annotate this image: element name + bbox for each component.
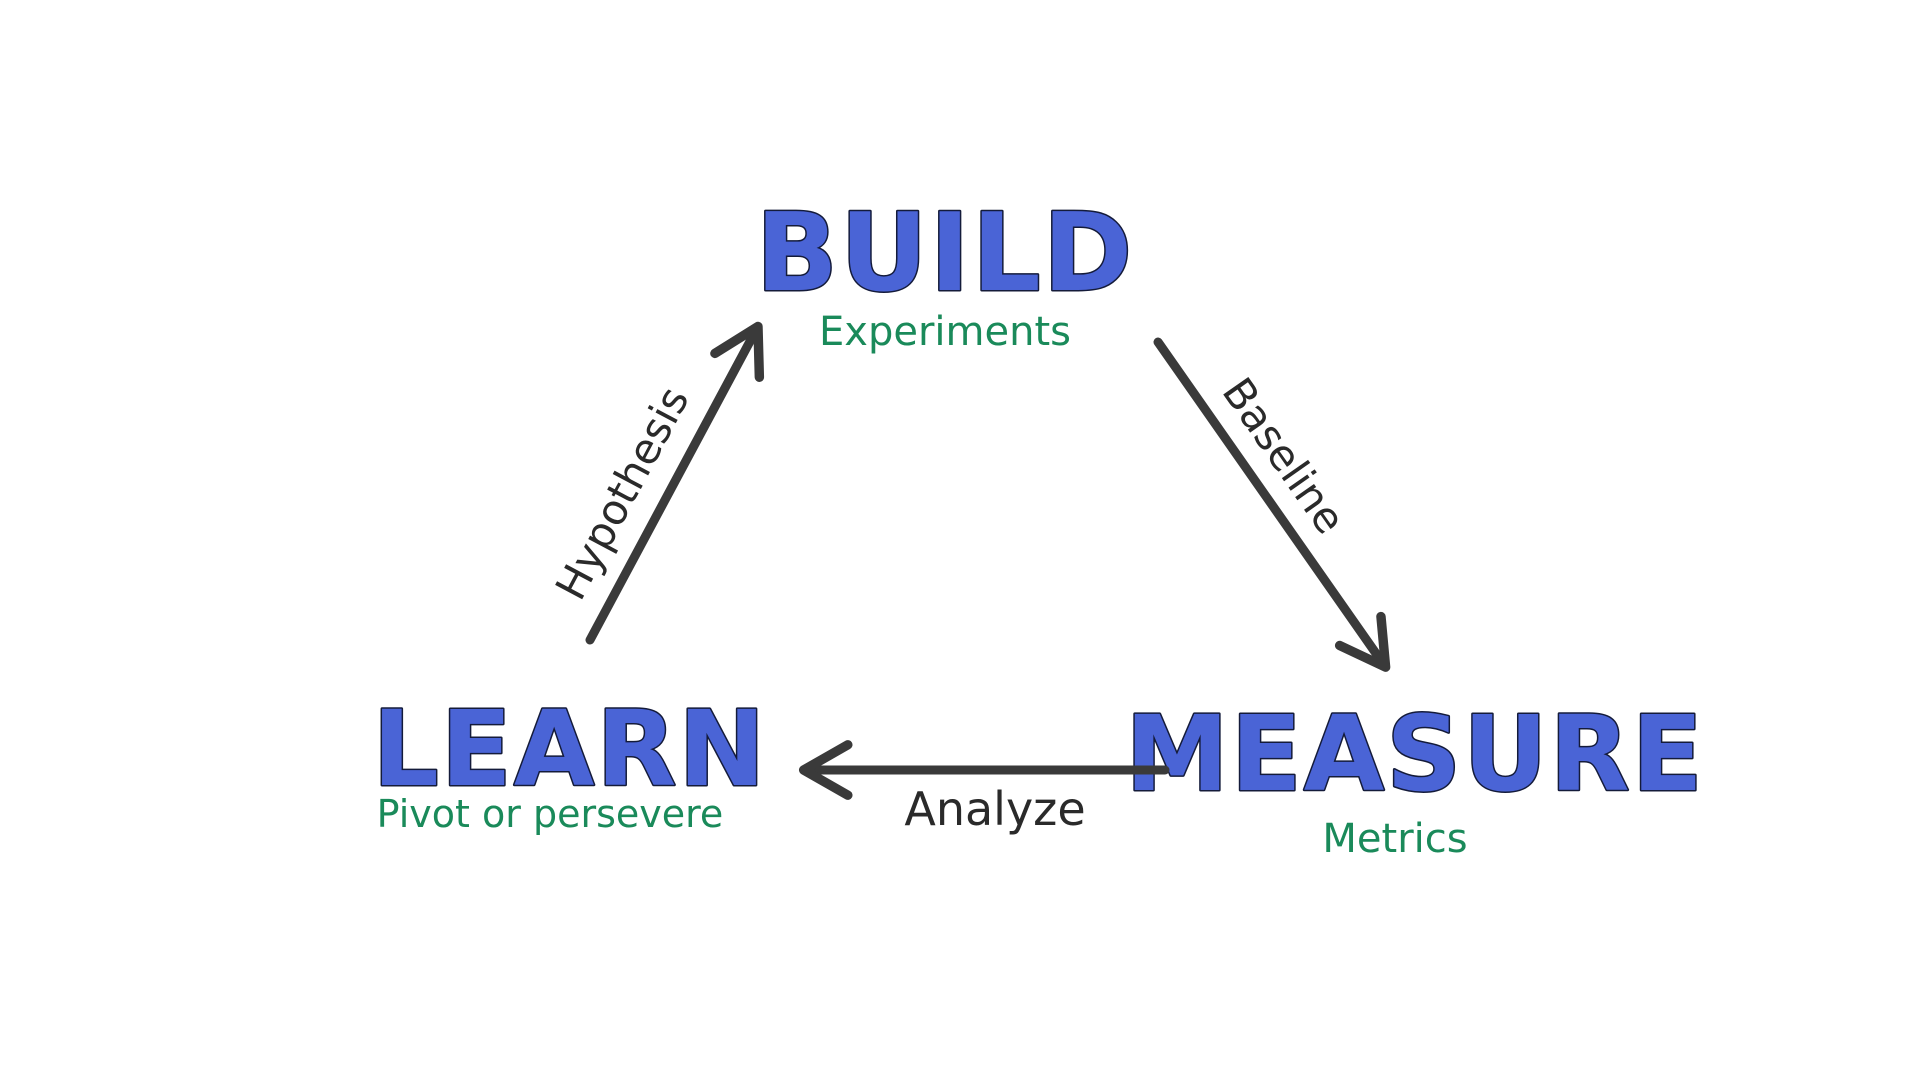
build-title: BUILD: [756, 191, 1135, 316]
measure-node: MEASURE Metrics: [1124, 692, 1705, 863]
arrow-learn-to-build-line: [585, 321, 765, 645]
build-subtitle: Experiments: [819, 309, 1071, 355]
measure-title: MEASURE: [1125, 693, 1705, 815]
learn-subtitle: Pivot or persevere: [377, 792, 724, 836]
learn-title: LEARN: [373, 688, 768, 810]
learn-node: LEARN Pivot or persevere: [371, 687, 768, 837]
edge-label-analyze: Analyze: [904, 782, 1085, 836]
measure-subtitle: Metrics: [1322, 816, 1467, 862]
arrow-measure-to-learn: Analyze: [798, 740, 1170, 836]
build-node: BUILD Experiments: [754, 190, 1135, 356]
arrow-build-to-measure-line: [1153, 337, 1391, 672]
